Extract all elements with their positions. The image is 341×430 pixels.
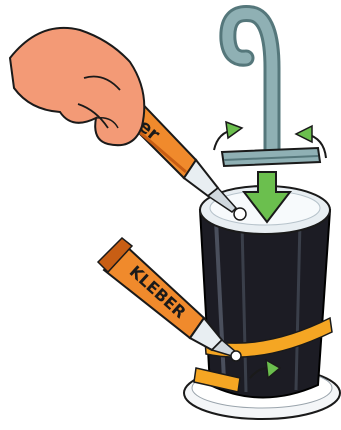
hook-icon <box>222 14 320 166</box>
hand-icon <box>10 28 144 145</box>
